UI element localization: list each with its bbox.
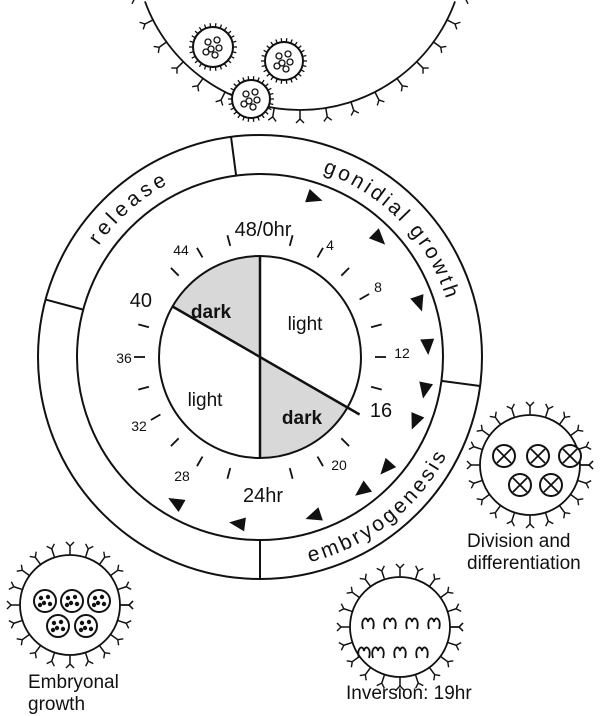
light-dark-clock xyxy=(159,256,361,458)
hour-tick xyxy=(371,387,382,390)
caption-embryonal-line-2: growth xyxy=(28,694,119,716)
hour-tick xyxy=(341,438,349,446)
phase-divider xyxy=(441,381,480,386)
hour-label: 36 xyxy=(116,350,132,366)
caption-division-line-1: Division and xyxy=(467,531,581,553)
caption-division: Division and differentiation xyxy=(467,531,581,575)
hour-label: 32 xyxy=(131,418,147,434)
hour-tick xyxy=(227,468,230,479)
phase-arrow xyxy=(410,294,428,314)
phase-arrow xyxy=(303,507,323,525)
hour-label: 20 xyxy=(331,457,347,473)
hour-tick xyxy=(341,268,349,276)
phase-arrow xyxy=(351,480,372,501)
hour-label: 4 xyxy=(326,237,334,253)
hour-tick xyxy=(227,235,230,246)
phase-arrow xyxy=(228,515,246,531)
phase-divider xyxy=(46,300,84,310)
hour-tick xyxy=(197,248,203,258)
phase-arrow xyxy=(405,412,424,432)
caption-embryonal: Embryonal growth xyxy=(28,672,119,716)
phase-arrow xyxy=(369,228,390,249)
caption-division-line-2: differentiation xyxy=(467,553,581,575)
hour-label: 16 xyxy=(370,400,392,422)
phase-arrow xyxy=(420,339,435,356)
spheroid-release-illustration xyxy=(129,0,470,123)
hour-tick xyxy=(371,324,382,327)
light-label-left: light xyxy=(188,390,224,411)
hour-tick xyxy=(318,457,324,467)
spheroid-division-illustration xyxy=(467,402,593,528)
hour-label: 28 xyxy=(174,468,190,484)
hour-tick xyxy=(171,438,179,446)
spheroid-embryonal-illustration xyxy=(7,542,133,668)
hour-label: 12 xyxy=(394,345,410,361)
hour-label: 8 xyxy=(374,279,382,295)
hour-tick xyxy=(151,415,161,421)
dark-label-top: dark xyxy=(191,302,232,323)
dark-label-bottom: dark xyxy=(282,408,323,429)
spheroid-inversion-illustration xyxy=(337,564,463,690)
hour-tick xyxy=(318,248,324,258)
hour-tick xyxy=(290,468,293,479)
phase-arrow xyxy=(416,382,433,400)
hour-label: 40 xyxy=(130,290,152,312)
phase-arrow xyxy=(165,492,186,512)
phase-arrow xyxy=(375,458,396,479)
hour-tick xyxy=(197,457,203,467)
phase-label-embryogenesis: embryogenesis xyxy=(305,444,453,567)
hour-label: 24hr xyxy=(243,485,283,507)
phase-divider xyxy=(231,137,236,176)
caption-inversion: Inversion: 19hr xyxy=(346,683,472,705)
hour-label: 48/0hr xyxy=(235,219,292,241)
phase-arrow xyxy=(305,189,325,207)
hour-tick xyxy=(171,268,179,276)
hour-label: 44 xyxy=(173,242,189,258)
hour-tick xyxy=(138,324,149,327)
hour-tick xyxy=(138,387,149,390)
light-label-right: light xyxy=(288,314,324,335)
hour-tick xyxy=(360,294,370,300)
caption-embryonal-line-1: Embryonal xyxy=(28,672,119,694)
